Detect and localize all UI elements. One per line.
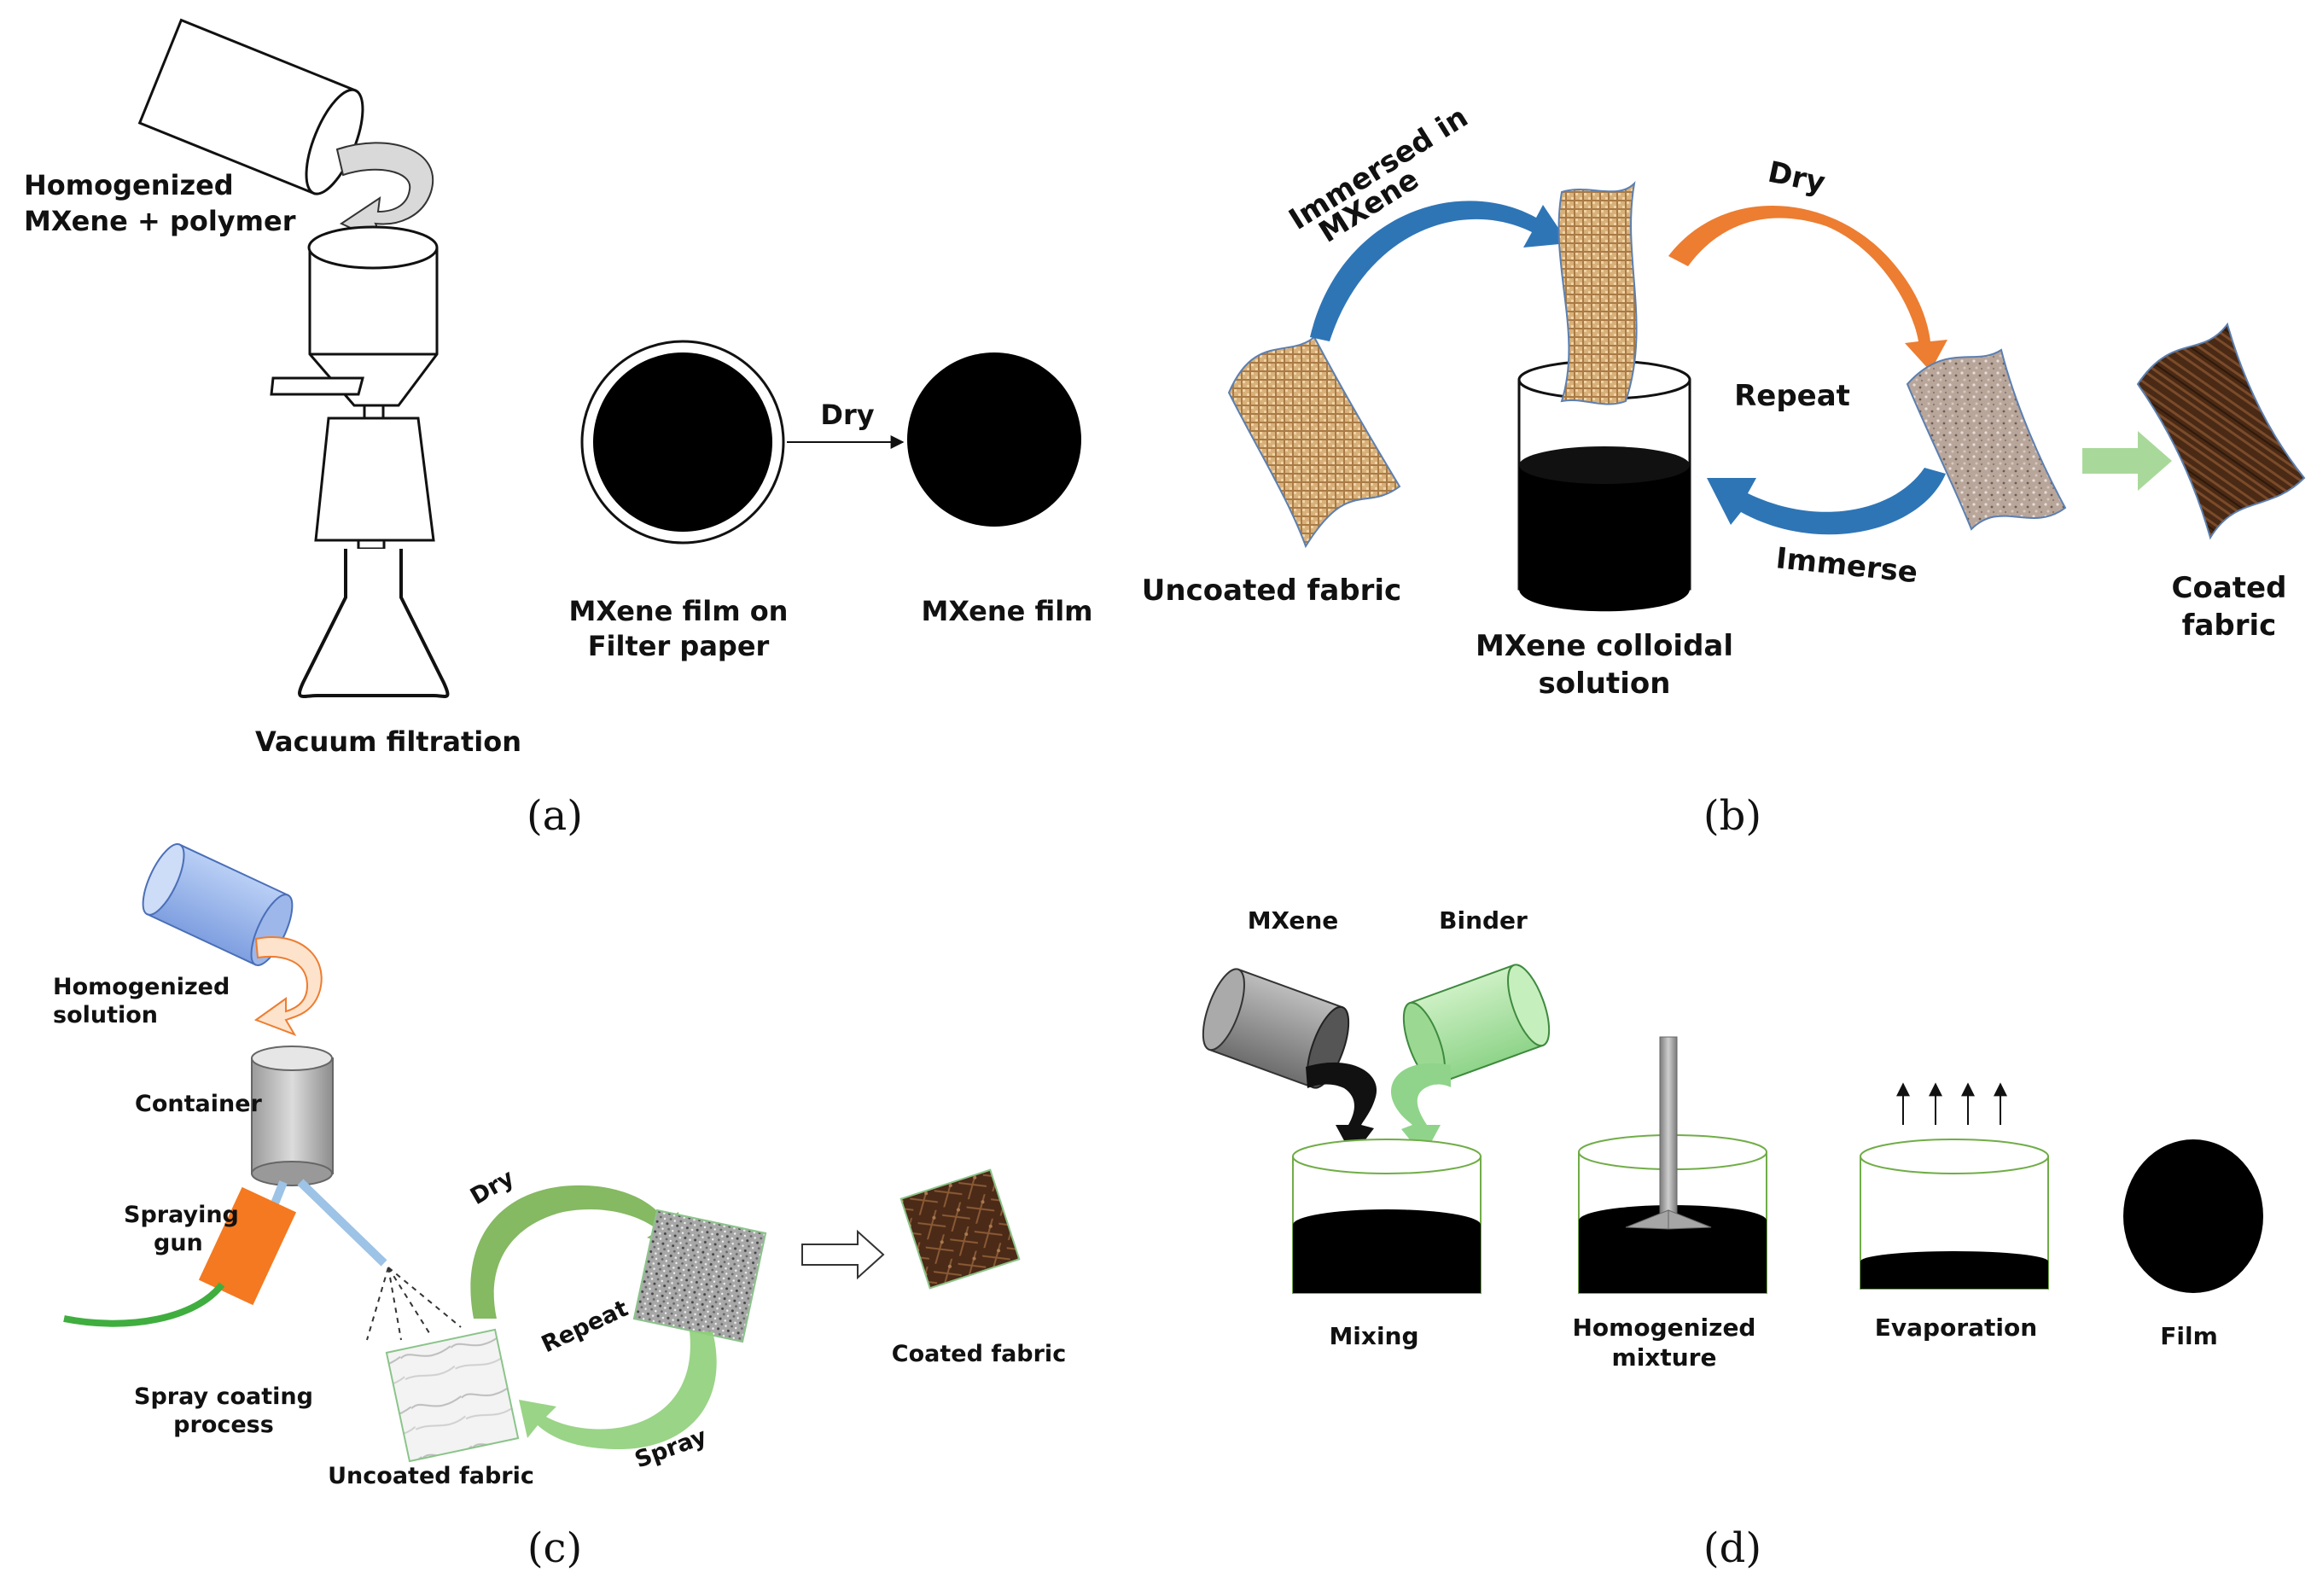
dry-label-b: Dry xyxy=(1765,155,1828,201)
homogenized-label-2: MXene + polymer xyxy=(24,205,296,237)
dipping-fabric xyxy=(1557,181,1638,405)
homogenized-solution-label-1: Homogenized xyxy=(53,974,230,1000)
coated-label-1: Coated xyxy=(2172,571,2287,605)
flask-stopper xyxy=(314,416,435,542)
mxene-film-label: MXene film xyxy=(921,595,1092,627)
spray-container xyxy=(251,1046,334,1186)
panel-d-caption: (d) xyxy=(1703,1524,1761,1572)
gun-label-1: Spraying xyxy=(124,1202,239,1228)
spray-mist xyxy=(366,1267,462,1341)
colloidal-label-2: solution xyxy=(1539,667,1671,701)
dried-fabric-c xyxy=(632,1209,767,1343)
film-on-paper-label-1: MXene film on xyxy=(569,595,789,627)
film-on-paper-label-2: Filter paper xyxy=(588,630,770,662)
to-coated-arrow-c xyxy=(801,1229,885,1280)
colloidal-label-1: MXene colloidal xyxy=(1476,629,1733,663)
coated-fabric-b xyxy=(2136,322,2306,540)
film-label-d: Film xyxy=(2160,1322,2218,1350)
panel-b-caption: (b) xyxy=(1703,792,1761,840)
uncoated-fabric-label-c: Uncoated fabric xyxy=(328,1463,534,1489)
gun-label-2: gun xyxy=(154,1230,203,1256)
stirrer-blades xyxy=(1625,1209,1712,1230)
dry-label-c: Dry xyxy=(466,1164,519,1210)
homogenized-label-1: Homogenized xyxy=(24,169,234,201)
immerse-label: Immerse xyxy=(1774,541,1919,590)
orange-pour-arrow xyxy=(253,936,323,1036)
evaporation-arrows xyxy=(1896,1082,2007,1125)
vacuum-filtration-label: Vacuum filtration xyxy=(255,725,521,758)
vacuum-flask xyxy=(298,549,450,699)
dry-orange-arrow xyxy=(1668,206,1947,371)
panel-c-caption: (c) xyxy=(527,1524,582,1572)
panel-a: Homogenized MXene + polymer Vacuum filtr… xyxy=(24,18,1093,840)
panel-b: Uncoated fabric Immersed in MXene MXene … xyxy=(1142,100,2306,840)
filter-funnel xyxy=(270,225,439,424)
air-hose xyxy=(63,1282,225,1327)
repeat-label-b: Repeat xyxy=(1734,379,1850,413)
process-label-2: process xyxy=(173,1412,274,1438)
black-pour-arrow xyxy=(1306,1062,1377,1156)
mxene-film xyxy=(907,352,1081,527)
container-label: Container xyxy=(135,1091,263,1117)
spraying-gun xyxy=(198,1186,297,1306)
pouring-beaker xyxy=(137,18,364,195)
green-pour-arrow xyxy=(1390,1063,1451,1156)
evaporation-label: Evaporation xyxy=(1875,1313,2037,1342)
repeat-label-c: Repeat xyxy=(538,1296,632,1359)
spray-green-arrow xyxy=(519,1331,717,1450)
dry-green-arrow xyxy=(470,1185,683,1319)
uncoated-fabric-b xyxy=(1227,335,1401,549)
uncoated-fabric-c xyxy=(385,1328,520,1463)
panel-a-caption: (a) xyxy=(527,792,583,840)
homogenized-solution-label-2: solution xyxy=(53,1002,158,1028)
stirring-rod xyxy=(1659,1036,1678,1217)
immerse-blue-arrow xyxy=(1310,201,1569,341)
dried-fabric xyxy=(1906,348,2067,531)
binder-label-d: Binder xyxy=(1439,906,1528,935)
coated-fabric-c xyxy=(899,1168,1021,1290)
panel-c: Homogenized solution Container Spraying … xyxy=(53,843,1066,1572)
immerse-return-arrow xyxy=(1707,468,1946,535)
dry-label-a: Dry xyxy=(820,399,874,431)
coated-label-c: Coated fabric xyxy=(892,1341,1066,1367)
homogenized-mixture-label-1: Homogenized xyxy=(1573,1313,1756,1342)
homogenized-mixture-label-2: mixture xyxy=(1612,1343,1717,1372)
mxene-label-d: MXene xyxy=(1248,906,1339,935)
final-film xyxy=(2123,1139,2263,1293)
to-coated-arrow xyxy=(2082,431,2172,491)
mixing-label: Mixing xyxy=(1329,1322,1418,1350)
process-label-1: Spray coating xyxy=(134,1383,313,1410)
coated-label-2: fabric xyxy=(2182,609,2277,643)
mixing-beaker xyxy=(1292,1139,1482,1294)
evaporation-beaker xyxy=(1860,1139,2049,1290)
panel-d: MXene Binder Mixing Homogenized mixture xyxy=(1202,906,2263,1572)
mxene-film-on-paper xyxy=(593,352,772,532)
pour-arrow xyxy=(335,142,434,246)
uncoated-fabric-label-b: Uncoated fabric xyxy=(1142,574,1401,608)
